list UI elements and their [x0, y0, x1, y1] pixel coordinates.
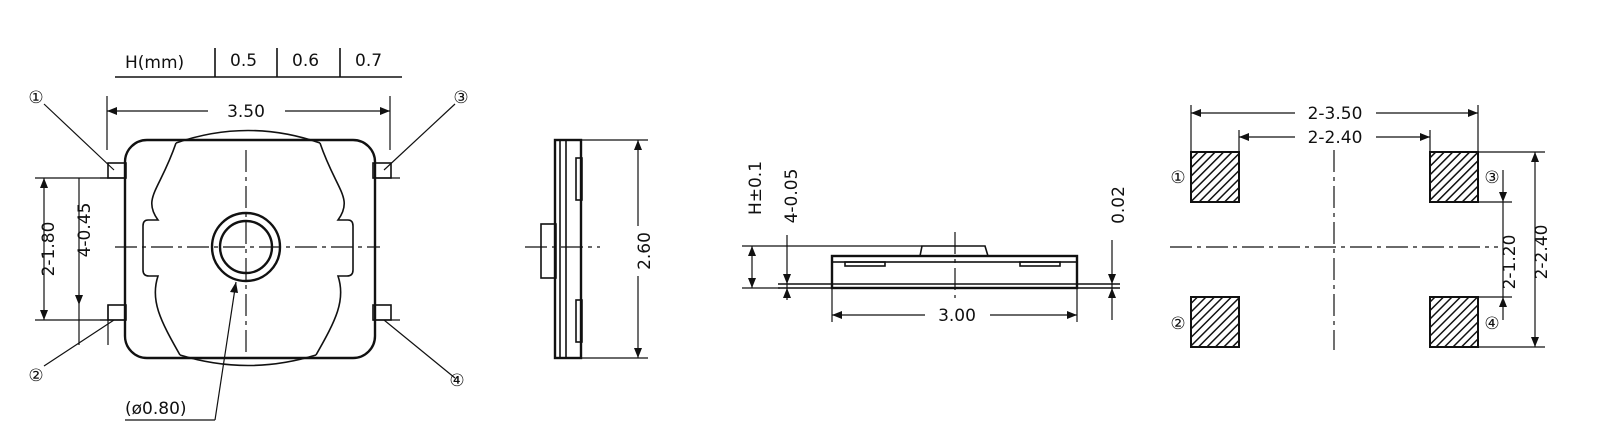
front-view: H±0.1 4-0.05 0.02 3.00 [742, 161, 1129, 326]
top-view: 3.50 2-1.80 4-0.45 [28, 88, 469, 421]
top-lead-dim: 4-0.45 [75, 203, 95, 258]
front-width-dim: 3.00 [938, 306, 976, 326]
front-h-dim: H±0.1 [746, 161, 766, 215]
pin-callout-1: ① [28, 88, 43, 108]
footprint-pin-2: ② [1170, 314, 1185, 334]
footprint-pad-span-dim: 2-2.40 [1532, 225, 1552, 280]
height-table: H(mm) 0.5 0.6 0.7 [115, 48, 402, 78]
top-width-dim: 3.50 [227, 102, 265, 122]
pin-callout-2: ② [28, 366, 43, 386]
table-value-2: 0.6 [292, 51, 319, 71]
front-lead-thickness-dim: 4-0.05 [782, 169, 802, 224]
top-pitch-dim: 2-1.80 [39, 222, 59, 277]
footprint-pad-gap-dim: 2-1.20 [1500, 235, 1520, 290]
pin-callout-4: ④ [449, 371, 464, 391]
footprint-view: 2-3.50 2-2.40 2-1.20 2-2.40 ① ② ③ ④ [1170, 104, 1552, 350]
footprint-inner-dim: 2-2.40 [1308, 128, 1363, 148]
footprint-pin-4: ④ [1484, 314, 1499, 334]
footprint-pin-3: ③ [1484, 168, 1499, 188]
footprint-outer-dim: 2-3.50 [1308, 104, 1363, 124]
side-height-dim: 2.60 [635, 232, 655, 270]
side-view: 2.60 [525, 138, 655, 360]
front-gap-dim: 0.02 [1109, 186, 1129, 224]
button-diameter-dim: (ø0.80) [125, 399, 187, 419]
table-value-1: 0.5 [230, 51, 257, 71]
pin-callout-3: ③ [453, 88, 468, 108]
table-value-3: 0.7 [355, 51, 382, 71]
table-header: H(mm) [125, 53, 184, 73]
footprint-pin-1: ① [1170, 168, 1185, 188]
